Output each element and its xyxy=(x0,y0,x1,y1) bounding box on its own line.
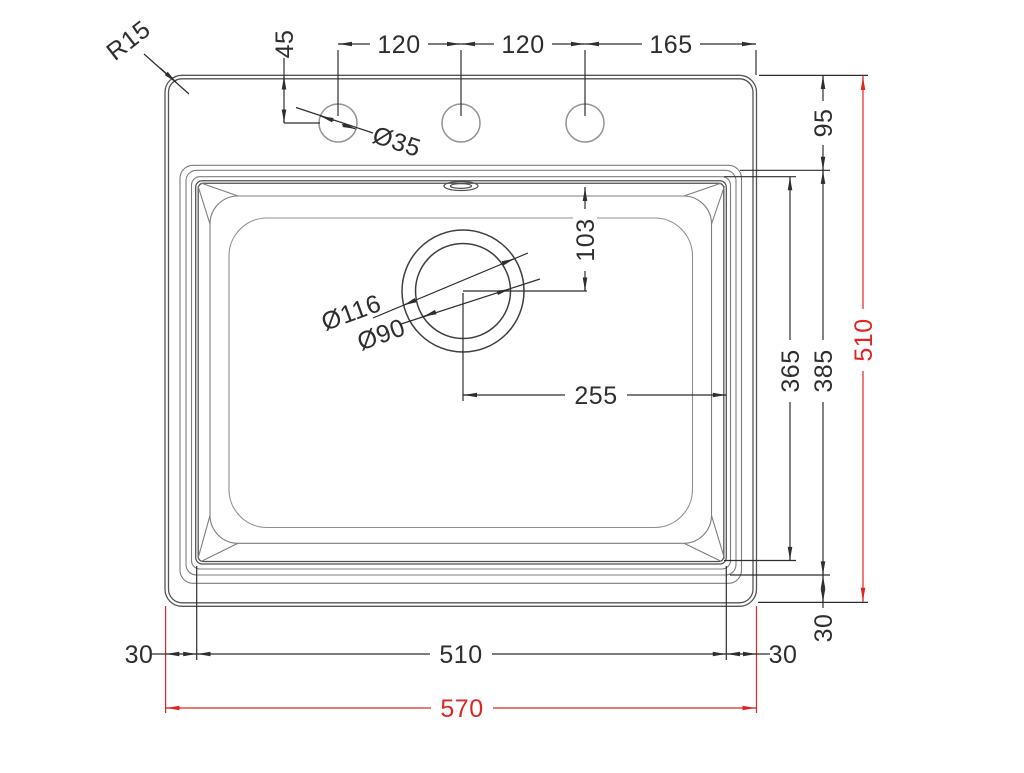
dimension-labels: 120 120 165 45 R15 Ø35 Ø116 Ø90 103 255 … xyxy=(101,15,878,723)
dim-label-570: 570 xyxy=(440,695,483,723)
bowl-opening-outer xyxy=(195,180,727,565)
arrowheads xyxy=(159,41,826,657)
arrowheads-red xyxy=(166,77,866,711)
dim-label-255: 255 xyxy=(574,382,617,410)
bowl-rim xyxy=(179,164,743,584)
extension-lines-red xyxy=(165,606,758,713)
rim-line-b xyxy=(190,176,732,570)
dim-label-30-bottom-right: 30 xyxy=(769,641,798,669)
dim-label-45: 45 xyxy=(271,30,299,59)
dim-label-30-left: 30 xyxy=(125,641,154,669)
dim-label-120-2: 120 xyxy=(501,31,544,59)
radius-label: R15 xyxy=(101,15,156,66)
dim-label-365: 365 xyxy=(777,349,805,392)
dim-label-120-1: 120 xyxy=(377,31,420,59)
bowl-wall-edge xyxy=(197,182,726,562)
rim-line-a xyxy=(185,169,737,576)
extension-lines xyxy=(196,50,868,660)
bowl-floor-edge xyxy=(228,217,694,529)
overflow-slot xyxy=(443,180,479,192)
sink-outer-edge xyxy=(164,74,758,607)
sink-inner-edge xyxy=(167,78,754,604)
rim-flange-edge xyxy=(179,164,743,584)
dim-label-510-vertical: 510 xyxy=(850,318,878,361)
dim-label-95: 95 xyxy=(810,109,838,138)
dim-label-385: 385 xyxy=(810,349,838,392)
bowl-opening-inner xyxy=(197,182,725,563)
dim-label-30-right: 30 xyxy=(810,614,838,643)
dim-label-510-bottom: 510 xyxy=(439,641,482,669)
dim-label-103: 103 xyxy=(572,218,600,261)
hole-diameter-label: Ø35 xyxy=(369,121,424,163)
dim-label-165: 165 xyxy=(649,31,692,59)
sink-outline xyxy=(164,74,758,607)
